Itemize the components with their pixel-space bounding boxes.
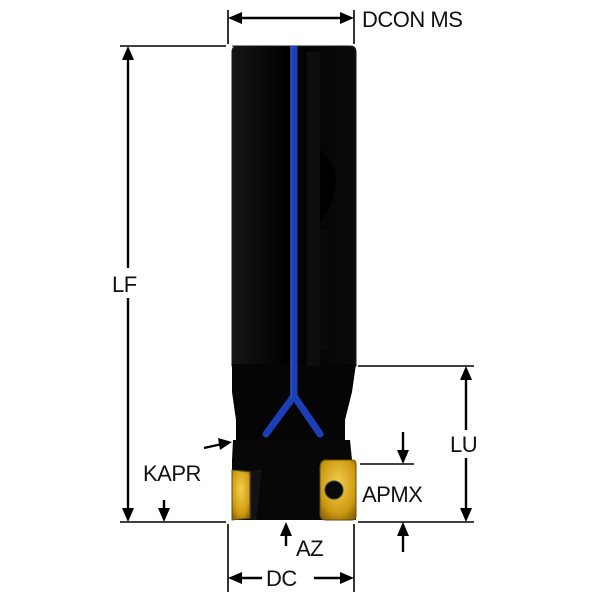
label-lu: LU bbox=[450, 432, 477, 457]
dim-lu bbox=[358, 365, 474, 523]
label-kapr: KAPR bbox=[143, 461, 201, 486]
label-az: AZ bbox=[296, 536, 323, 561]
coolant-branch-right bbox=[290, 392, 324, 438]
dim-apmx bbox=[360, 432, 414, 552]
coolant-bore bbox=[307, 52, 320, 366]
dim-az bbox=[280, 522, 292, 546]
insert-screw-icon bbox=[324, 480, 344, 500]
coolant-branch-left bbox=[262, 392, 298, 438]
dim-kapr bbox=[158, 438, 232, 522]
dim-lf bbox=[120, 45, 226, 523]
insert-right bbox=[319, 459, 357, 521]
clamp-flat-2 bbox=[320, 230, 328, 350]
coolant-channel bbox=[262, 46, 324, 438]
label-dcon: DCON MS bbox=[362, 7, 462, 32]
insert-left bbox=[231, 469, 251, 521]
dim-dcon bbox=[227, 10, 355, 44]
clamp-flat-1 bbox=[320, 150, 336, 222]
label-dc: DC bbox=[266, 566, 297, 591]
dim-dc bbox=[227, 524, 355, 592]
label-lf: LF bbox=[112, 272, 137, 297]
label-apmx: APMX bbox=[362, 482, 423, 507]
